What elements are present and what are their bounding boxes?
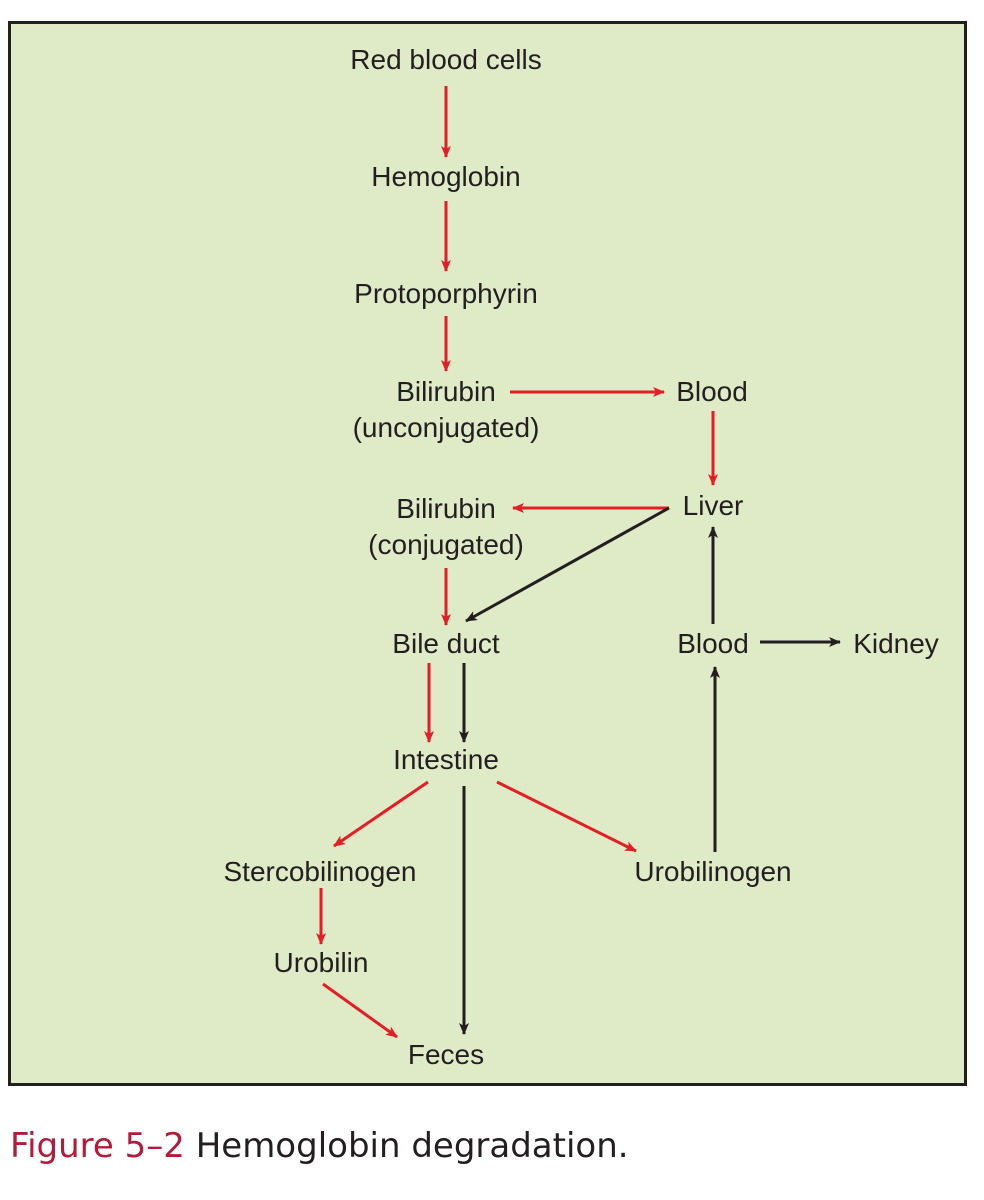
- figure-caption: Figure 5–2 Hemoglobin degradation.: [10, 1124, 629, 1168]
- node-feces: Feces: [407, 1039, 485, 1070]
- diagram-panel: [8, 21, 967, 1086]
- node-bile-duct: Bile duct: [392, 628, 500, 659]
- node-hemoglobin: Hemoglobin: [371, 161, 521, 192]
- node-urobilin: Urobilin: [273, 947, 369, 978]
- node-bilirubin-unconjugated: Bilirubin (unconjugated): [353, 374, 540, 446]
- figure-caption-text: Hemoglobin degradation.: [195, 1126, 629, 1166]
- node-liver: Liver: [682, 490, 744, 521]
- arrow-liver-to-bile-duct: [465, 506, 670, 623]
- bilirubin-unconjugated-line2: (unconjugated): [352, 412, 540, 443]
- node-stercobilinogen: Stercobilinogen: [223, 856, 417, 887]
- node-intestine: Intestine: [393, 744, 499, 775]
- arrow-urobilin-to-feces: [322, 982, 398, 1039]
- node-urobilinogen: Urobilinogen: [634, 856, 792, 887]
- figure-caption-label: Figure 5–2: [10, 1126, 185, 1166]
- node-protoporphyrin: Protoporphyrin: [354, 278, 538, 309]
- node-bilirubin-conjugated: Bilirubin (conjugated): [368, 491, 524, 563]
- bilirubin-conjugated-line2: (conjugated): [368, 529, 524, 560]
- bilirubin-conjugated-line1: Bilirubin: [396, 493, 496, 524]
- node-kidney: Kidney: [853, 628, 939, 659]
- node-blood-mid: Blood: [677, 628, 749, 659]
- bilirubin-unconjugated-line1: Bilirubin: [396, 376, 496, 407]
- node-red-blood-cells: Red blood cells: [350, 44, 542, 75]
- node-blood-top: Blood: [676, 376, 748, 407]
- arrow-intestine-to-urobilinogen: [496, 780, 637, 853]
- arrow-intestine-to-stercobilinogen: [333, 780, 429, 848]
